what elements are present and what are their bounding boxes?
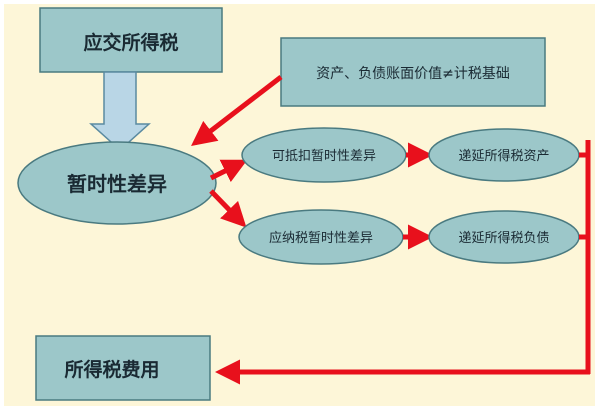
taxable-difference-label: 应纳税暂时性差异 [269, 230, 373, 246]
tax-expense-label: 所得税费用 [64, 358, 159, 381]
temporary-difference-node: 暂时性差异 [17, 141, 217, 225]
basis-difference-node: 资产、负债账面价值≠计税基础 [280, 37, 546, 107]
deductible-difference-node: 可抵扣暂时性差异 [241, 127, 407, 183]
taxable-difference-node: 应纳税暂时性差异 [238, 209, 404, 265]
deductible-difference-label: 可抵扣暂时性差异 [272, 149, 376, 164]
deferred-tax-asset-label: 递延所得税资产 [458, 148, 549, 164]
payable-tax-label: 应交所得税 [83, 31, 178, 54]
arrow-temp-to-taxable [209, 189, 247, 228]
deferred-tax-liability-label: 递延所得税负债 [458, 230, 549, 246]
down-arrow-icon [89, 71, 151, 152]
tax-expense-node: 所得税费用 [35, 335, 211, 401]
deferred-tax-asset-node: 递延所得税资产 [428, 128, 580, 182]
arrow-basis-to-temp [191, 75, 283, 147]
basis-difference-label: 资产、负债账面价值≠计税基础 [316, 65, 510, 82]
arrow-temp-to-deductible [209, 159, 248, 183]
deferred-tax-liability-node: 递延所得税负债 [428, 210, 580, 264]
payable-tax-node: 应交所得税 [39, 7, 223, 73]
temporary-difference-label: 暂时性差异 [67, 172, 167, 196]
